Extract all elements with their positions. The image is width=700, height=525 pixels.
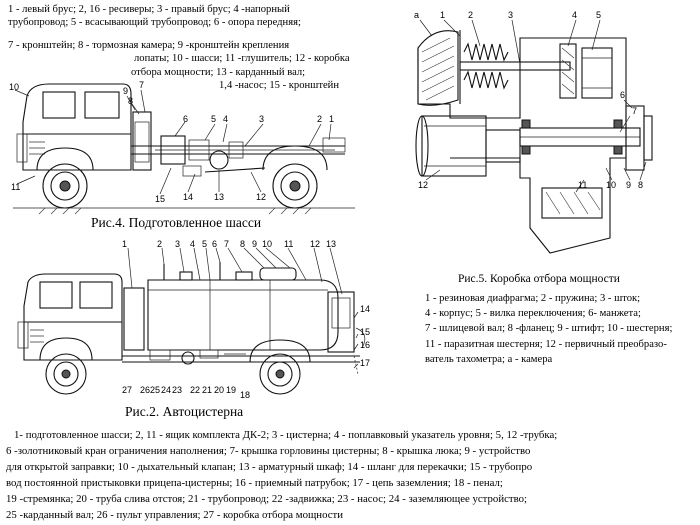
pto-label: 7 <box>632 106 637 116</box>
chassis-label: 3 <box>259 114 264 124</box>
chassis-legend-line: трубопровод; 5 - всасывающий трубопровод… <box>8 17 301 29</box>
pto-label: 4 <box>572 10 577 20</box>
chassis-label: 13 <box>214 192 224 202</box>
chassis-label: 6 <box>183 114 188 124</box>
tanker-label: 13 <box>326 239 336 249</box>
tanker-label: 10 <box>262 239 272 249</box>
pto-label: а <box>414 10 419 20</box>
tanker-label: 11 <box>284 239 293 249</box>
tanker-label: 1 <box>122 239 127 249</box>
pto-label: 9 <box>626 180 631 190</box>
pto-label: 12 <box>418 180 428 190</box>
chassis-drawing: 10 9 8 7 6 5 4 3 2 1 11 15 14 13 12 <box>9 80 355 215</box>
tanker-label: 22 <box>190 385 200 395</box>
tanker-label: 4 <box>190 239 195 249</box>
pto-legend-line: 1 - резиновая диафрагма; 2 - пружина; 3 … <box>425 293 641 304</box>
tanker-label: 26 <box>140 385 150 395</box>
pto-legend-line: 11 - паразитная шестерня; 12 - первичный… <box>425 338 667 350</box>
chassis-legend-line: 1,4 -насос; 15 - кронштейн <box>219 80 340 92</box>
tanker-label: 8 <box>240 239 245 249</box>
pto-legend-line: ватель тахометра; а - камера <box>425 353 553 365</box>
tanker-label: 3 <box>175 239 180 249</box>
pto-label: 11 <box>578 180 587 190</box>
pto-legend-line: 4 - корпус; 5 - вилка переключения; 6- м… <box>425 308 641 320</box>
chassis-legend-line: 1 - левый брус; 2, 16 - ресиверы; 3 - пр… <box>8 4 290 15</box>
pto-label: 8 <box>638 180 643 190</box>
tanker-label: 21 <box>202 385 212 395</box>
pto-gearbox-drawing: а 1 2 3 4 5 6 7 12 11 10 9 8 <box>414 10 653 254</box>
chassis-label: 5 <box>211 114 216 124</box>
tanker-label: 15 <box>360 327 370 337</box>
tanker-legend-line: 6 -золотниковый кран ограничения наполне… <box>6 445 531 457</box>
pto-label: 6 <box>620 90 625 100</box>
tanker-legend-line: для открытой заправки; 10 - дыхательный … <box>6 461 533 473</box>
chassis-label: 10 <box>9 82 19 92</box>
tanker-label: 16 <box>360 340 370 350</box>
chassis-legend-line: отбора мощности; 13 - карданный вал; <box>131 66 306 78</box>
tanker-label: 18 <box>240 390 250 400</box>
chassis-label: 8 <box>128 96 133 106</box>
chassis-label: 14 <box>183 192 193 202</box>
tanker-legend: 1- подготовленное шасси; 2, 11 - ящик ко… <box>6 427 557 523</box>
tanker-label: 25 <box>150 385 160 395</box>
chassis-label: 11 <box>11 182 20 192</box>
pto-label: 5 <box>596 10 601 20</box>
tanker-label: 24 <box>161 385 171 395</box>
tanker-label: 19 <box>226 385 236 395</box>
fig5-caption: Рис.5. Коробка отбора мощности <box>458 273 620 285</box>
pto-label: 10 <box>606 180 616 190</box>
tanker-legend-line: вод постоянной пристыковки прицепа-цисте… <box>6 477 503 489</box>
tanker-label: 2 <box>157 239 162 249</box>
tanker-label: 20 <box>214 385 224 395</box>
tanker-label: 9 <box>252 239 257 249</box>
tanker-label: 14 <box>360 304 370 314</box>
chassis-label: 1 <box>329 114 334 124</box>
chassis-label: 4 <box>223 114 228 124</box>
pto-legend: 1 - резиновая диафрагма; 2 - пружина; 3 … <box>425 291 672 367</box>
pto-label: 3 <box>508 10 513 20</box>
chassis-label: 2 <box>317 114 322 124</box>
tanker-drawing: 1 2 3 4 5 6 7 8 9 10 11 12 13 14 15 16 1… <box>17 239 370 400</box>
fig2-caption: Рис.2. Автоцистерна <box>125 404 244 419</box>
tanker-label: 17 <box>360 358 370 368</box>
pto-label: 2 <box>468 10 473 20</box>
tanker-label: 7 <box>224 239 229 249</box>
tanker-label: 23 <box>172 385 182 395</box>
chassis-legend-line: лопаты; 10 - шасси; 11 -глушитель; 12 - … <box>134 53 350 65</box>
tanker-label: 27 <box>122 385 132 395</box>
pto-legend-line: 7 - шлицевой вал; 8 -фланец; 9 - штифт; … <box>425 323 673 335</box>
tanker-label: 12 <box>310 239 320 249</box>
tanker-label: 6 <box>212 239 217 249</box>
chassis-label: 15 <box>155 194 165 204</box>
chassis-legend-line: 7 - кронштейн; 8 - тормозная камера; 9 -… <box>8 39 290 51</box>
tanker-legend-line: 19 -стремянка; 20 - труба слива отстоя; … <box>6 493 528 505</box>
chassis-legend: 1 - левый брус; 2, 16 - ресиверы; 3 - пр… <box>8 3 350 92</box>
chassis-label: 7 <box>139 80 144 90</box>
pto-label: 1 <box>440 10 445 20</box>
tanker-label: 5 <box>202 239 207 249</box>
chassis-label: 12 <box>256 192 266 202</box>
tanker-legend-line: 25 -карданный вал; 26 - пульт управления… <box>6 509 344 521</box>
chassis-label: 9 <box>123 86 128 96</box>
tanker-legend-line: 1- подготовленное шасси; 2, 11 - ящик ко… <box>14 429 558 441</box>
fig4-caption: Рис.4. Подготовленное шасси <box>91 215 262 230</box>
